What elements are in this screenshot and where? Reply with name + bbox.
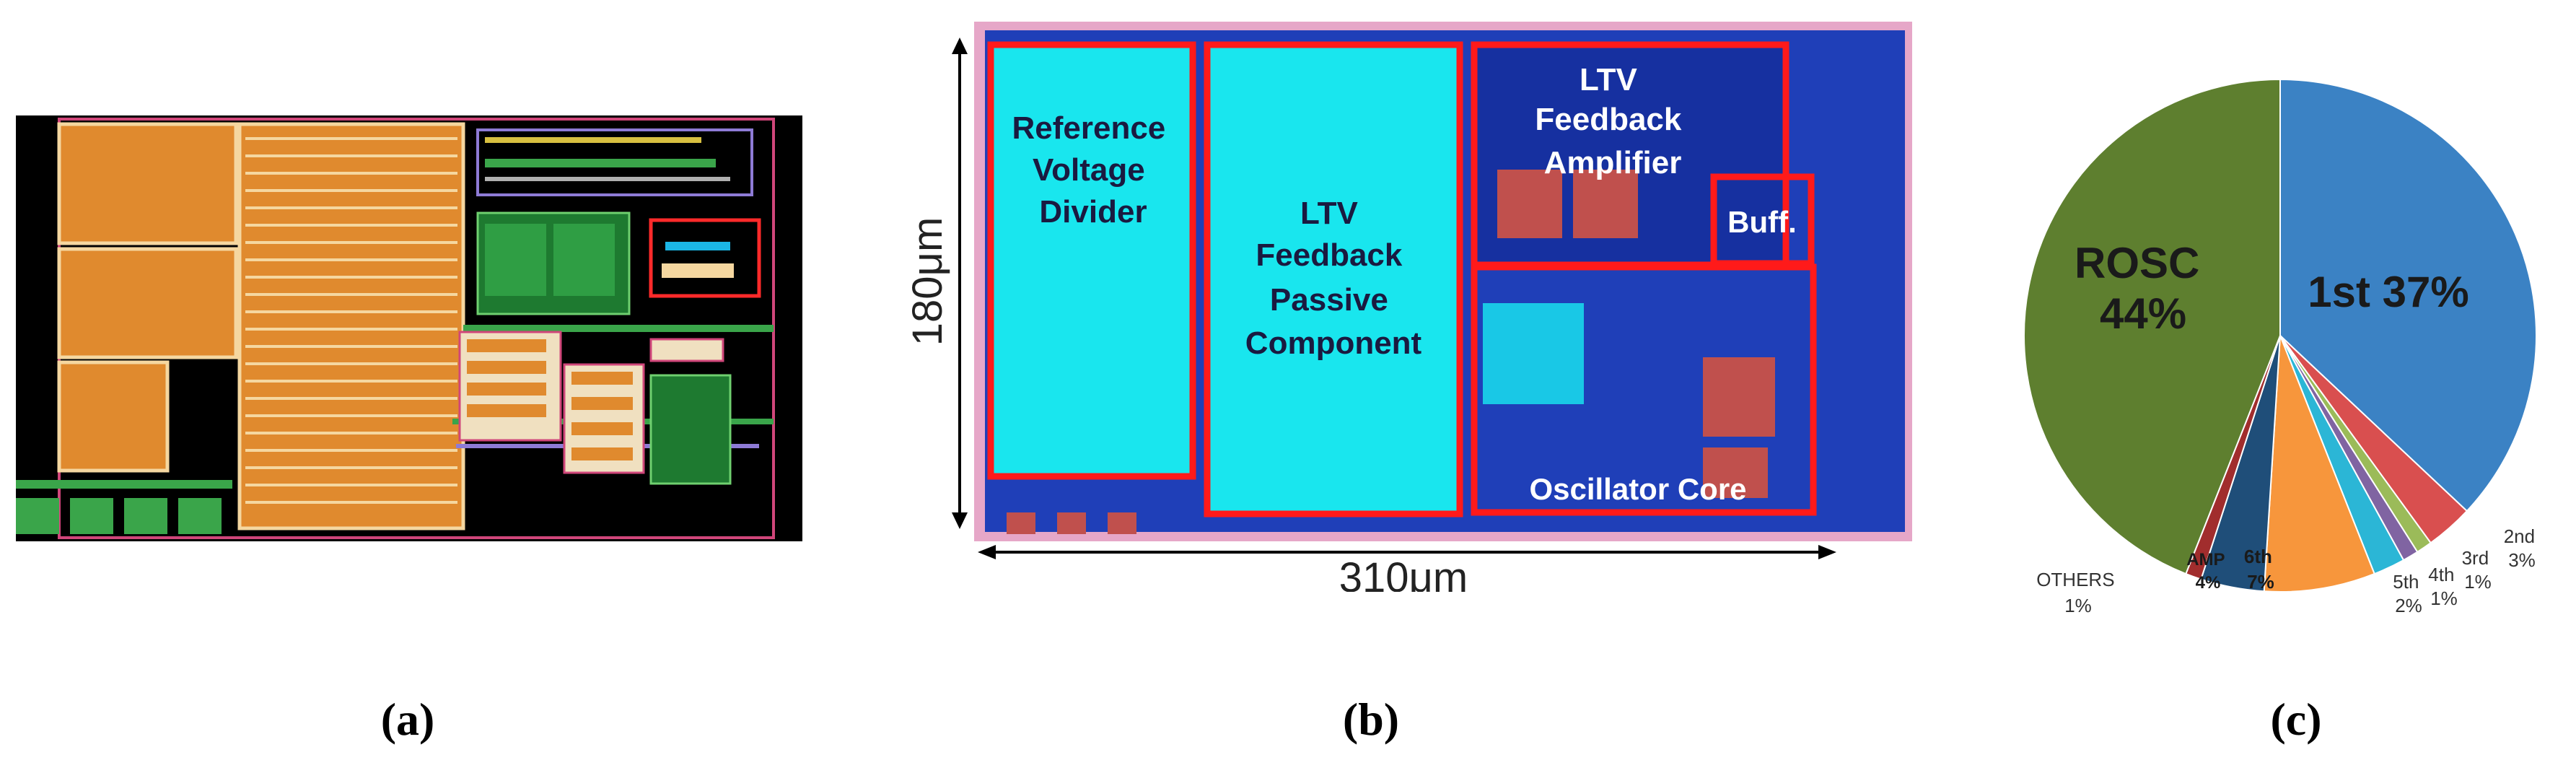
oscillator-box [1471,263,1817,516]
buffer-box [1710,173,1815,267]
passive-label: LTV Feedback Passive Component [1245,196,1422,361]
ref-divider-box [987,41,1196,480]
caption-a: (a) [380,694,435,745]
die-photo: Reference Voltage Divider LTV Feedback P… [904,22,1912,592]
height-label: 180μm [904,217,951,346]
die-pad-3 [1108,512,1136,534]
layout-stripe [245,276,457,279]
layout-right-circuitry [452,128,774,448]
layout-stripe [245,501,457,504]
layout-stripe [245,293,457,296]
layout-stripe [245,154,457,157]
pie-slice-rosc [2023,78,2281,575]
amplifier-label: LTV Feedback Amplifier [1535,62,1690,180]
slice-label-rosc: ROSC 44% [2075,239,2212,338]
die-region-passive [1209,47,1458,512]
layout-stripe [245,137,457,140]
height-arrow-bottom [952,512,968,529]
ref-divider-label: Reference Voltage Divider [1012,110,1174,230]
layout-stripe [245,380,457,383]
pie-slices [2023,78,2537,593]
die-osc-cyan [1483,303,1584,404]
buffer-label: Buff. [1727,205,1797,239]
caption-c: (c) [2270,694,2322,745]
slice-label-fourth: 4th 1% [2428,564,2459,609]
layout-stripe [245,172,457,175]
layout-stripe [245,432,457,434]
layout-stripe [245,484,457,486]
layout-left-blocks [57,122,238,473]
die-amp-red-1 [1497,170,1562,238]
slice-label-first: 1st 37% [2308,268,2468,316]
die-osc-red-1 [1703,357,1775,437]
slice-label-second: 2nd 3% [2504,525,2541,571]
pie-slice-6th [2263,335,2375,593]
layout-view [16,115,802,541]
passive-box [1204,41,1463,517]
width-arrow-left [978,545,996,559]
layout-stripe [245,345,457,348]
layout-stripe [245,206,457,209]
slice-label-fifth: 5th 2% [2393,571,2424,616]
layout-mid-cells [458,331,732,485]
layout-stripe [245,258,457,261]
die-amp-red-2 [1573,170,1638,238]
layout-stripe [245,466,457,469]
layout-stripe [245,224,457,227]
die-pad-2 [1057,512,1086,534]
slice-label-others: OTHERS 1% [2036,569,2120,616]
pie-slice-1st [2279,78,2537,512]
slice-label-amp: AMP 4% [2186,550,2230,593]
width-arrow-right [1818,545,1836,559]
width-label: 310μm [1339,554,1468,592]
layout-stripe [245,397,457,400]
slice-label-sixth: 6th 7% [2244,546,2277,593]
die-region-ref [992,47,1191,476]
height-arrow-top [952,38,968,54]
layout-stripe [245,189,457,192]
die-pad-1 [1007,512,1035,534]
layout-stripe [245,362,457,365]
layout-stripes [245,137,457,504]
layout-stripe [245,310,457,313]
layout-stripe [245,449,457,452]
power-pie-chart: 1st 37% ROSC 44% 6th 7% AMP 4% 2nd 3% 3r… [2023,78,2541,616]
oscillator-label: Oscillator Core [1529,472,1746,506]
layout-bottom-rails [16,480,232,534]
slice-label-third: 3rd 1% [2462,547,2494,593]
layout-stripe [245,241,457,244]
die-osc-red-2 [1703,447,1768,498]
layout-stripe [245,328,457,331]
caption-b: (b) [1342,694,1400,745]
layout-stripe [245,414,457,417]
